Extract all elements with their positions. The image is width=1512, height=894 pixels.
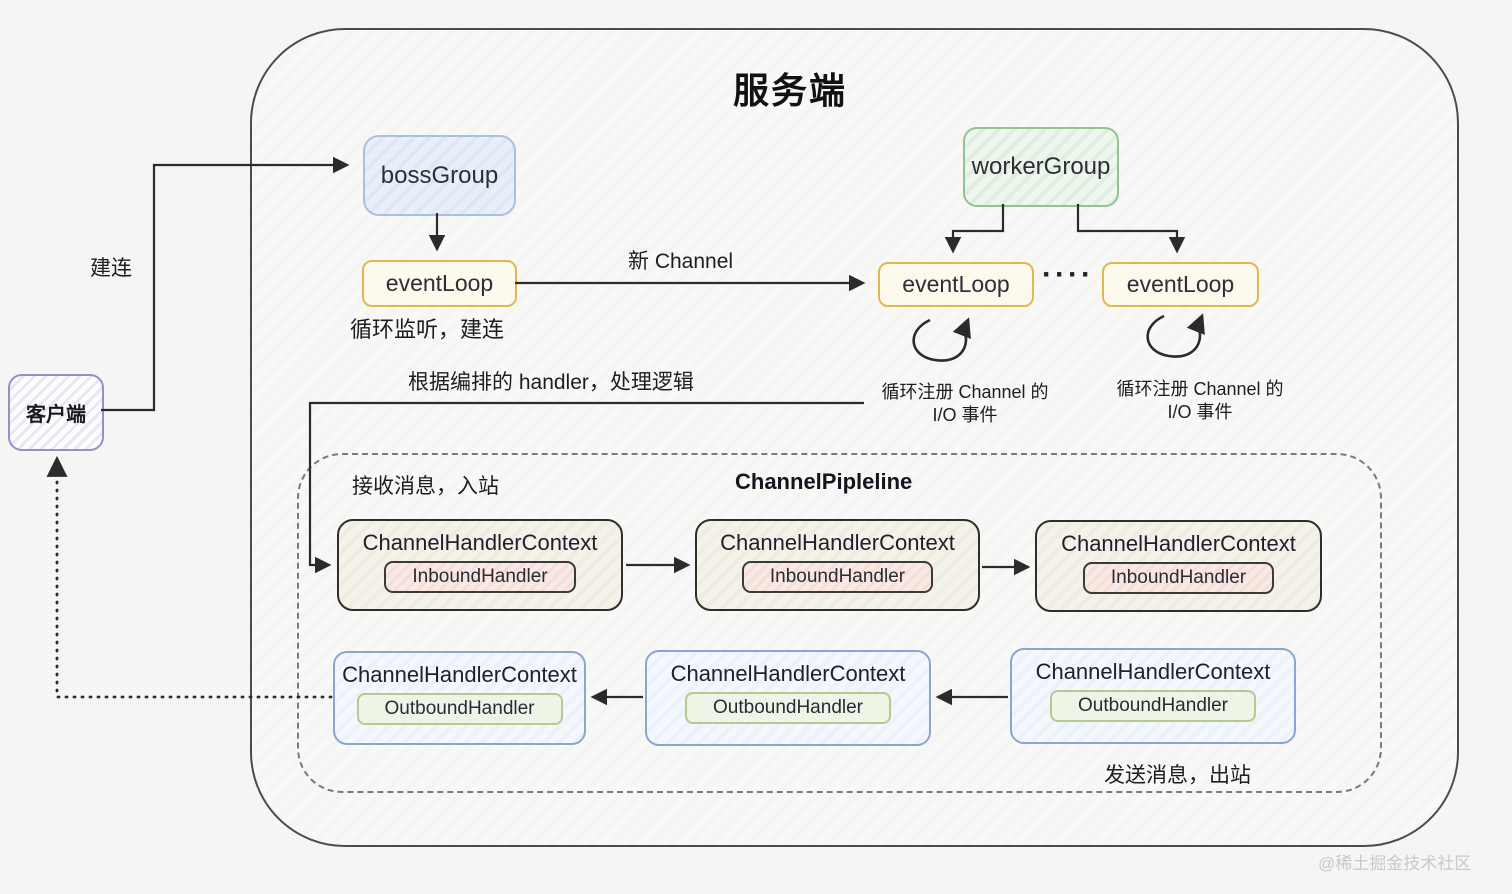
label-handle-logic: 根据编排的 handler，处理逻辑 — [408, 371, 694, 394]
outbound-context-3: ChannelHandlerContext OutboundHandler — [1010, 648, 1296, 744]
inbound-handler-1: InboundHandler — [384, 561, 576, 593]
outbound-handler-1: OutboundHandler — [356, 693, 563, 725]
channel-pipeline-title: ChannelPipleline — [735, 469, 913, 494]
label-loop-listen: 循环监听，建连 — [350, 317, 505, 342]
label-register-io-1: 循环注册 Channel 的 I/O 事件 — [865, 381, 1065, 427]
event-loop-worker1-label: eventLoop — [902, 271, 1010, 297]
event-loop-worker1-node: eventLoop — [878, 262, 1034, 307]
label-register-io-2-line1: 循环注册 Channel 的 — [1116, 379, 1284, 399]
outbound-context-2: ChannelHandlerContext OutboundHandler — [645, 650, 931, 746]
label-register-io-1-line1: 循环注册 Channel 的 — [881, 382, 1049, 402]
inbound-handler-3: InboundHandler — [1082, 562, 1275, 594]
label-connect: 建连 — [90, 257, 132, 280]
event-loop-worker2-label: eventLoop — [1126, 271, 1235, 297]
inbound-context-3: ChannelHandlerContext InboundHandler — [1035, 520, 1322, 612]
ellipsis-dots: ···· — [1042, 258, 1094, 291]
inbound-context-1-title: ChannelHandlerContext — [362, 530, 598, 555]
label-register-io-2-line2: I/O 事件 — [1167, 402, 1233, 422]
outbound-handler-3: OutboundHandler — [1050, 690, 1256, 722]
label-new-channel: 新 Channel — [628, 250, 734, 273]
inbound-context-3-title: ChannelHandlerContext — [1061, 531, 1296, 556]
event-loop-boss-node: eventLoop — [362, 260, 517, 307]
worker-group-label: workerGroup — [971, 153, 1111, 180]
inbound-context-2-title: ChannelHandlerContext — [720, 530, 955, 555]
boss-group-node: bossGroup — [363, 135, 516, 216]
outbound-context-2-title: ChannelHandlerContext — [670, 661, 906, 686]
label-inbound-note: 接收消息，入站 — [352, 475, 499, 498]
label-register-io-1-line2: I/O 事件 — [932, 405, 998, 425]
outbound-context-1-title: ChannelHandlerContext — [342, 662, 577, 687]
label-register-io-2: 循环注册 Channel 的 I/O 事件 — [1100, 378, 1300, 424]
watermark: @稀土掘金技术社区 — [1318, 854, 1472, 873]
outbound-handler-2: OutboundHandler — [685, 692, 891, 724]
server-title: 服务端 — [732, 70, 847, 111]
outbound-context-3-title: ChannelHandlerContext — [1035, 659, 1271, 684]
event-loop-worker2-node: eventLoop — [1102, 262, 1259, 307]
label-outbound-note: 发送消息，出站 — [1104, 764, 1251, 787]
client-label: 客户端 — [26, 404, 86, 426]
inbound-context-1: ChannelHandlerContext InboundHandler — [337, 519, 623, 611]
event-loop-boss-label: eventLoop — [385, 270, 494, 296]
client-node: 客户端 — [8, 374, 104, 451]
inbound-context-2: ChannelHandlerContext InboundHandler — [695, 519, 980, 611]
worker-group-node: workerGroup — [963, 127, 1119, 207]
inbound-handler-2: InboundHandler — [741, 561, 934, 593]
boss-group-label: bossGroup — [380, 161, 499, 189]
outbound-context-1: ChannelHandlerContext OutboundHandler — [333, 651, 586, 745]
